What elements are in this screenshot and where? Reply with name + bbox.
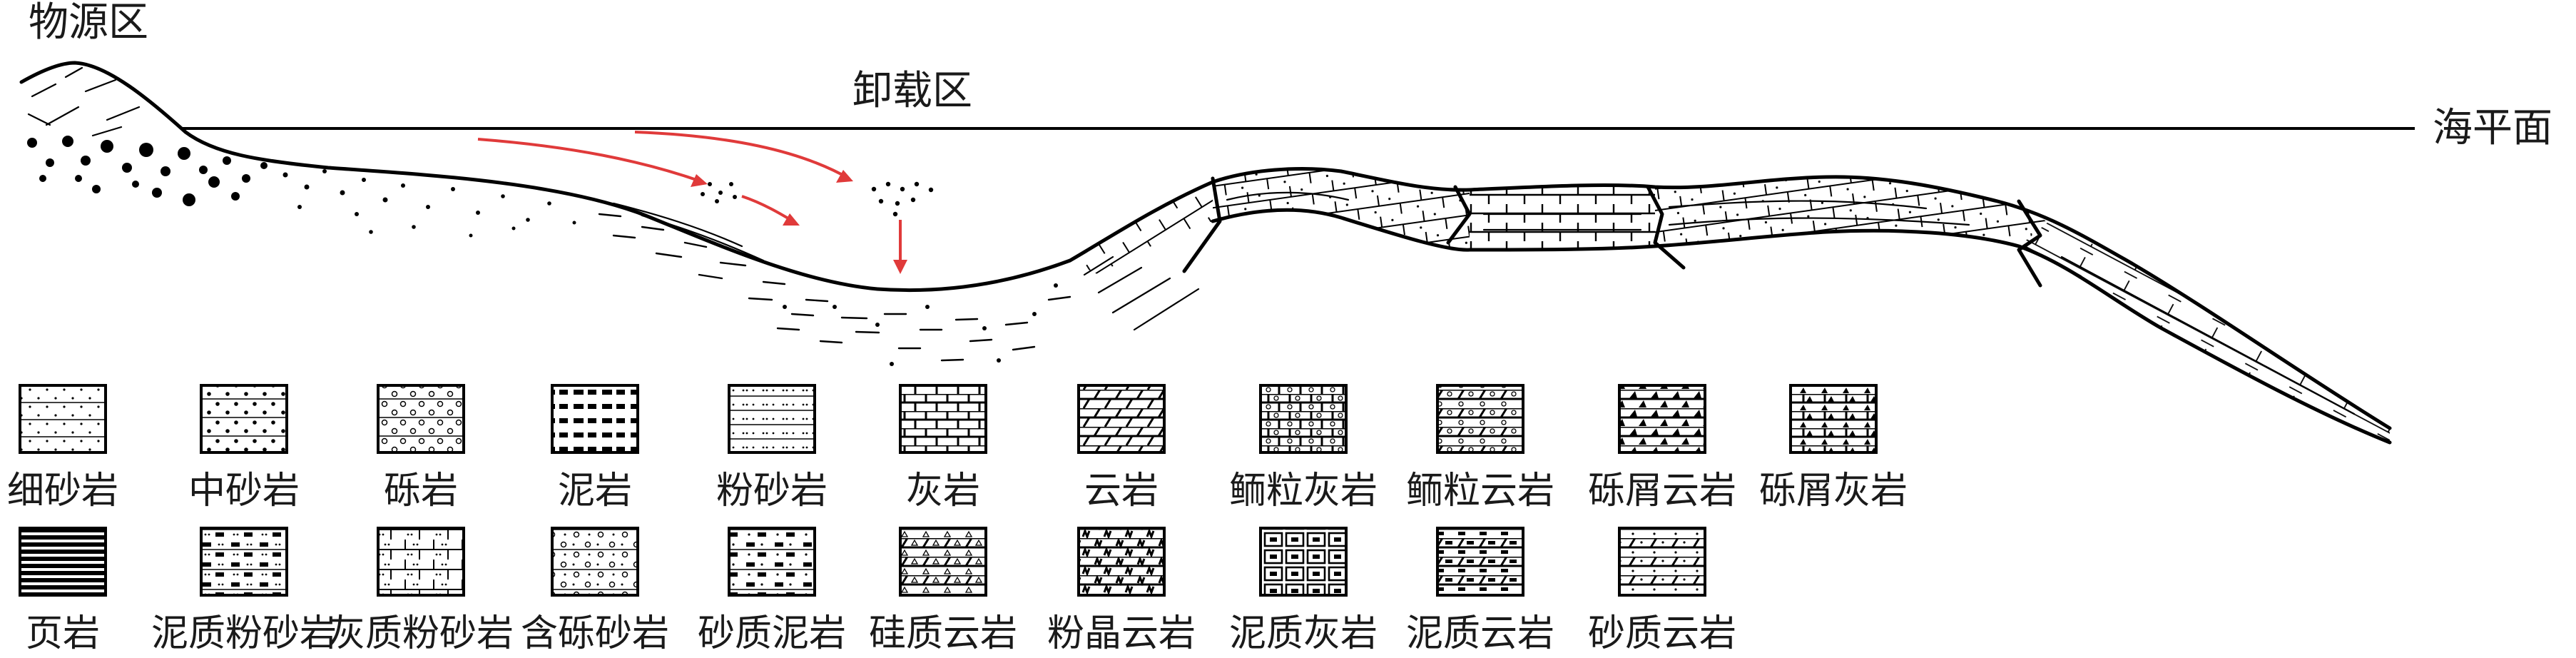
legend-swatch-gravel-dolomite: [1618, 384, 1706, 454]
legend-label-microcrystalline-dolomite: 粉晶云岩: [1047, 612, 1196, 655]
legend-item-medium-sandstone: 中砂岩: [188, 384, 300, 512]
legend-swatch-shale: [19, 527, 107, 597]
legend-label-conglomerate: 砾岩: [384, 470, 458, 512]
legend-label-sandy-dolomite: 砂质云岩: [1588, 612, 1736, 655]
transport-arrow-2-head: [836, 170, 853, 183]
sediment-transport-arrows: [477, 131, 907, 274]
platform-bedding-lines: [1226, 191, 2356, 415]
legend-swatch-oolitic-limestone: [1259, 384, 1348, 454]
platform-inner-fill: [1213, 168, 1470, 250]
legend-swatch-calcareous-siltstone: [377, 527, 465, 597]
pebble-clusters: [27, 136, 268, 206]
sea-level-label: 海平面: [2433, 105, 2552, 151]
legend-item-calcareous-siltstone: 灰质粉砂岩: [328, 527, 514, 655]
mud-dots-basin: [783, 283, 1058, 366]
legend-item-dolomite: 云岩: [1077, 384, 1166, 512]
legend-label-siltstone: 粉砂岩: [716, 470, 828, 512]
legend-label-muddy-siltstone: 泥质粉砂岩: [151, 612, 337, 655]
legend-label-shale: 页岩: [26, 612, 100, 655]
sand-dots: [282, 169, 576, 238]
legend-label-mudstone: 泥岩: [558, 470, 632, 512]
transport-arrow-2: [634, 131, 850, 180]
unloading-area-label: 卸载区: [852, 68, 972, 114]
legend-swatch-muddy-siltstone: [200, 527, 288, 597]
transport-arrow-3-head: [783, 213, 800, 226]
legend-swatch-sandy-dolomite: [1618, 527, 1706, 597]
legend-row-1: 细砂岩 中砂岩 砾岩 泥岩 粉砂岩 灰岩 云岩 鲕粒灰岩鲕粒云岩砾屑云岩砾屑灰岩: [7, 384, 1908, 512]
legend-label-siliceous-dolomite: 硅质云岩: [869, 612, 1017, 655]
legend-swatch-siltstone: [728, 384, 816, 454]
legend-item-oolitic-dolomite: 鲕粒云岩: [1406, 384, 1554, 512]
legend-label-limestone: 灰岩: [906, 470, 980, 512]
legend-swatch-muddy-limestone: [1259, 527, 1348, 597]
legend-label-gravel-dolomite: 砾屑云岩: [1588, 470, 1736, 512]
legend-item-gravel-limestone: 砾屑灰岩: [1759, 384, 1908, 512]
source-area-label: 物源区: [29, 0, 148, 46]
cross-section: [19, 61, 2392, 445]
legend-swatch-gravel-limestone: [1789, 384, 1878, 454]
legend-label-medium-sandstone: 中砂岩: [188, 470, 300, 512]
platform-lagoon-fill: [1470, 185, 1655, 250]
legend-swatch-medium-sandstone: [200, 384, 288, 454]
legend-item-microcrystalline-dolomite: 粉晶云岩: [1047, 527, 1196, 655]
platform-shoal-fill: [1655, 176, 2047, 246]
legend-item-muddy-dolomite: 泥质云岩: [1406, 527, 1554, 655]
legend-label-calcareous-siltstone: 灰质粉砂岩: [328, 612, 514, 655]
legend-item-siliceous-dolomite: 硅质云岩: [869, 527, 1017, 655]
suspended-sediment-left: [701, 182, 737, 203]
legend-item-conglomerate: 砾岩: [377, 384, 465, 512]
legend-item-sandy-mudstone: 砂质泥岩: [698, 527, 846, 655]
legend-item-mudstone: 泥岩: [551, 384, 639, 512]
legend-item-gravel-dolomite: 砾屑云岩: [1588, 384, 1736, 512]
legend-item-siltstone: 粉砂岩: [716, 384, 828, 512]
legend-swatch-dolomite: [1077, 384, 1166, 454]
transport-arrow-1: [477, 138, 703, 183]
legend-item-sandy-dolomite: 砂质云岩: [1588, 527, 1736, 655]
legend-swatch-microcrystalline-dolomite: [1077, 527, 1166, 597]
source-hill-texture: [27, 66, 141, 137]
legend-label-oolitic-limestone: 鲕粒灰岩: [1229, 470, 1378, 512]
legend-label-pebbly-sandstone: 含砾砂岩: [521, 612, 669, 655]
legend-item-muddy-limestone: 泥质灰岩: [1229, 527, 1378, 655]
platform-margin-fill: [1070, 182, 1213, 275]
legend-item-pebbly-sandstone: 含砾砂岩: [521, 527, 669, 655]
legend-row-2: 页岩 泥质粉砂岩灰质粉砂岩含砾砂岩砂质泥岩硅质云岩粉晶云岩泥质灰岩泥质云岩砂质云岩: [19, 527, 1736, 655]
outer-slope-fill: [2019, 223, 2390, 442]
legend-label-oolitic-dolomite: 鲕粒云岩: [1406, 470, 1554, 512]
legend-label-gravel-limestone: 砾屑灰岩: [1759, 470, 1908, 512]
legend-label-muddy-limestone: 泥质灰岩: [1229, 612, 1378, 655]
legend-item-muddy-siltstone: 泥质粉砂岩: [151, 527, 337, 655]
legend-item-fine-sandstone: 细砂岩: [7, 384, 118, 512]
legend-swatch-oolitic-dolomite: [1436, 384, 1524, 454]
legend-label-sandy-mudstone: 砂质泥岩: [698, 612, 846, 655]
silt-dashes: [598, 213, 1071, 362]
legend-swatch-sandy-mudstone: [728, 527, 816, 597]
legend-item-limestone: 灰岩: [899, 384, 987, 512]
legend-item-oolitic-limestone: 鲕粒灰岩: [1229, 384, 1378, 512]
source-hill-outline: [19, 61, 1072, 293]
legend-swatch-mudstone: [551, 384, 639, 454]
legend-swatch-pebbly-sandstone: [551, 527, 639, 597]
legend-swatch-limestone: [899, 384, 987, 454]
legend-label-muddy-dolomite: 泥质云岩: [1406, 612, 1554, 655]
legend-item-shale: 页岩: [19, 527, 107, 655]
fault-lines: [1182, 176, 2042, 288]
legend-label-dolomite: 云岩: [1084, 470, 1159, 512]
basin-slope-bedding: [612, 202, 1200, 331]
transport-arrow-4-head: [893, 260, 907, 274]
legend-swatch-siliceous-dolomite: [899, 527, 987, 597]
legend-swatch-fine-sandstone: [19, 384, 107, 454]
legend-swatch-muddy-dolomite: [1436, 527, 1524, 597]
transport-arrow-1-head: [691, 174, 708, 187]
suspended-sediment-right: [871, 181, 934, 217]
legend-label-fine-sandstone: 细砂岩: [7, 470, 118, 512]
legend-swatch-conglomerate: [377, 384, 465, 454]
